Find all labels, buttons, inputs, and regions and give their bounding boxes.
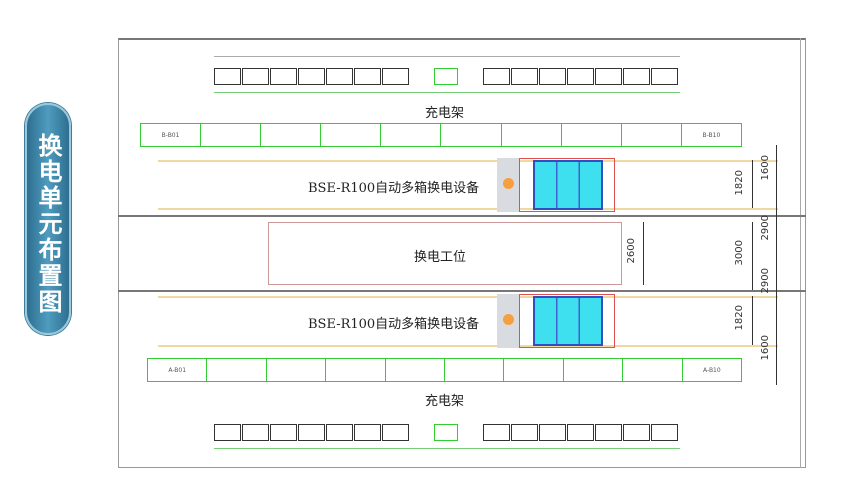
rack-cell: [207, 359, 267, 381]
rack-cell: [623, 359, 683, 381]
rack-cell: [441, 124, 502, 146]
device-label-bottom: BSE-R100自动多箱换电设备: [308, 317, 480, 332]
battery-icon: [533, 160, 603, 210]
rack-cell: [386, 359, 446, 381]
dim-1820-bottom: 1820: [734, 305, 745, 331]
rack-cell: [321, 124, 382, 146]
rack-cell: A-B10: [703, 366, 721, 374]
top-charging-rack: B-B01 B-B10: [140, 123, 742, 147]
bottom-cabinet-green: [434, 424, 458, 441]
dim-line: [752, 160, 753, 208]
rack-cell: [267, 359, 327, 381]
bottom-cabinet-dim: [214, 448, 680, 449]
swap-device-top: [497, 158, 617, 212]
device-label-top: BSE-R100自动多箱换电设备: [308, 181, 480, 196]
dim-2900-top: 2900: [760, 215, 771, 241]
rail-line: [158, 345, 778, 347]
rail-line: [158, 208, 778, 210]
station-label: 换电工位: [414, 250, 467, 265]
frame-inner-line: [800, 38, 801, 468]
top-dimension-line: [214, 56, 680, 57]
dim-2600: 2600: [626, 238, 637, 264]
swap-device-bottom: [497, 294, 617, 348]
top-cabinets-left: [214, 68, 410, 85]
battery-icon: [533, 296, 603, 346]
rack-cell: [381, 124, 442, 146]
dim-line: [752, 222, 753, 290]
rack-cell: [562, 124, 622, 146]
bottom-cabinets-right: [483, 424, 679, 441]
drawing-frame: [118, 38, 806, 468]
separator: [118, 215, 806, 217]
bottom-charging-rack: A-B01 A-B10: [147, 358, 742, 382]
top-rack-label: 充电架: [425, 106, 465, 121]
rack-cell: [445, 359, 505, 381]
rail-line: [158, 296, 778, 298]
dim-line: [643, 222, 644, 285]
dim-2900-bottom: 2900: [760, 268, 771, 294]
dim-1600-top: 1600: [760, 155, 771, 181]
rack-cell: [504, 359, 564, 381]
rack-cell: B-B01: [141, 124, 202, 146]
swap-station-box: [268, 222, 622, 285]
bottom-cabinets-left: [214, 424, 410, 441]
rack-cell: [622, 124, 682, 146]
title-pill: 换电单元布置图: [25, 103, 71, 335]
dim-1820-top: 1820: [734, 170, 745, 196]
top-cabinet-green: [434, 68, 458, 85]
rail-line: [158, 160, 778, 162]
dim-1600-bottom: 1600: [760, 335, 771, 361]
rack-cell: [326, 359, 386, 381]
rack-cell: B-B10: [702, 131, 721, 139]
top-cabinets-right: [483, 68, 679, 85]
dim-3000: 3000: [734, 240, 745, 266]
top-cabinet-dim: [214, 92, 680, 93]
rack-cell: [261, 124, 322, 146]
bottom-rack-label: 充电架: [425, 394, 465, 409]
dim-line: [752, 296, 753, 345]
rack-cell: [502, 124, 562, 146]
dim-line: [776, 145, 777, 385]
rack-cell: A-B01: [148, 359, 208, 381]
separator: [118, 290, 806, 292]
rack-cell: [201, 124, 262, 146]
rack-cell: [564, 359, 624, 381]
